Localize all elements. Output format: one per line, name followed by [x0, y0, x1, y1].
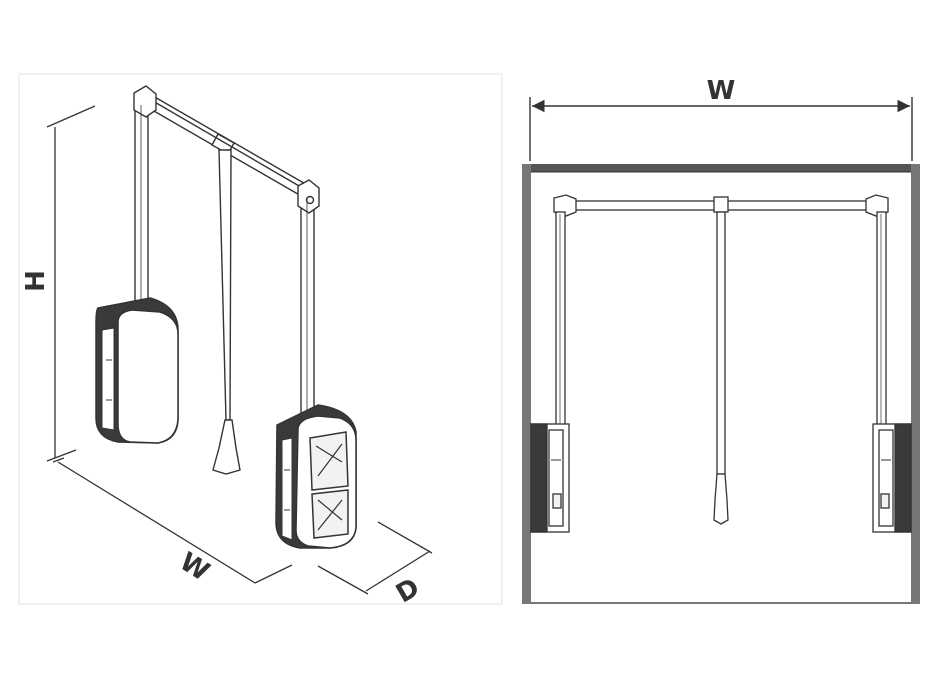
- iso-width-label: W: [174, 547, 214, 588]
- front-width-dimension: [529, 97, 913, 161]
- isometric-panel-border: [18, 73, 503, 605]
- height-dimension: [46, 105, 96, 462]
- cabinet-frame: [522, 164, 920, 604]
- front-top-bar: [553, 194, 889, 217]
- iso-left-arm: [133, 85, 157, 329]
- front-left-mechanism: [530, 423, 570, 533]
- isometric-view-panel: H W D: [18, 73, 503, 609]
- depth-dimension: [317, 521, 433, 595]
- iso-pull-handle: [212, 149, 241, 475]
- iso-left-mechanism: [95, 297, 179, 444]
- iso-right-arm: [297, 179, 320, 423]
- front-width-label: W: [707, 76, 736, 106]
- front-pull-handle: [713, 211, 729, 525]
- front-right-mechanism: [872, 423, 912, 533]
- iso-right-mechanism: [275, 404, 357, 549]
- iso-width-dimension: [52, 457, 293, 584]
- height-label: H: [21, 270, 51, 292]
- front-view-panel: W: [522, 76, 920, 604]
